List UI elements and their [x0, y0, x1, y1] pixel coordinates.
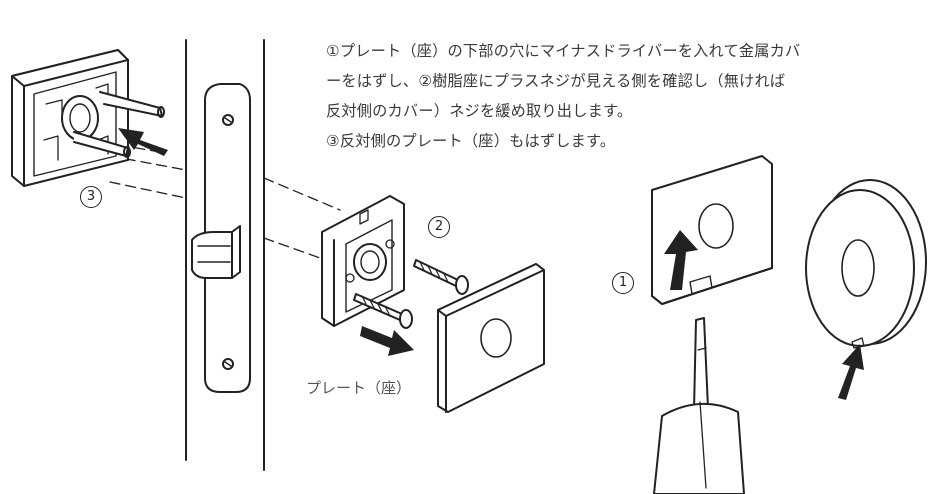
- arrow-3-icon: [118, 128, 168, 156]
- screw-upper: [413, 259, 469, 295]
- step-2-marker: 2: [428, 216, 450, 238]
- instruction-text: ①プレート（座）の下部の穴にマイナスドライバーを入れて金属カバ ーをはずし、②樹…: [326, 36, 926, 156]
- arrow-down-right-icon: [360, 326, 414, 356]
- instruction-line-3: 反対側のカバー）ネジを緩め取り出します。: [326, 102, 633, 120]
- instruction-line-1: ①プレート（座）の下部の穴にマイナスドライバーを入れて金属カバ: [326, 42, 801, 60]
- screw-lower: [353, 293, 413, 329]
- thumb-turn-knob: [191, 225, 241, 279]
- round-escutcheon: [805, 179, 927, 349]
- instruction-line-2: ーをはずし、②樹脂座にプラスネジが見える側を確認し（無ければ: [326, 72, 786, 90]
- step-1-marker: 1: [612, 272, 634, 294]
- resin-base-plate: [321, 195, 405, 327]
- cover-plate-detail: [651, 155, 773, 305]
- instruction-line-4: ③反対側のプレート（座）もはずします。: [326, 132, 616, 150]
- step-3-marker: 3: [80, 186, 102, 208]
- door-edge: [185, 39, 265, 471]
- plate-label: プレート（座）: [306, 379, 412, 397]
- arrow-up-right-icon: [838, 344, 864, 400]
- metal-cover-plate: [437, 263, 545, 413]
- far-side-resin-plate: [11, 49, 165, 187]
- arrow-up-icon: [664, 230, 698, 290]
- screwdriver: [653, 317, 745, 494]
